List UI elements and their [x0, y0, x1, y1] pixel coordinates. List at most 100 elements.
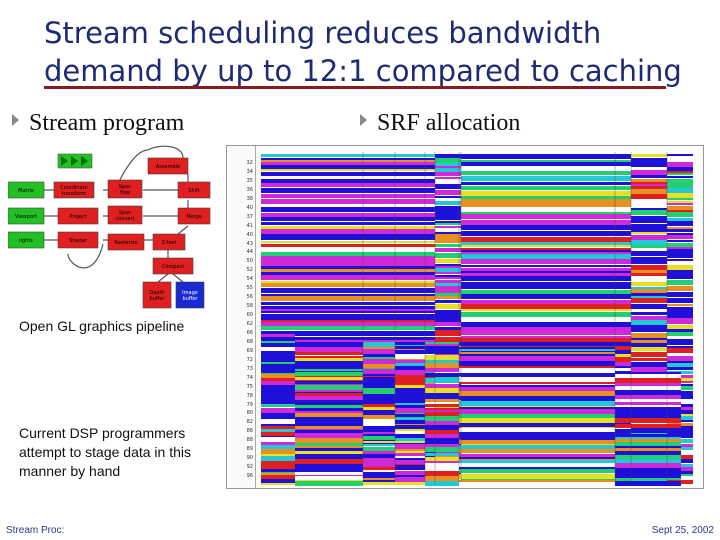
srf-allocation-bar — [461, 317, 631, 321]
srf-allocation-bar — [435, 154, 461, 158]
srf-allocation-bar — [425, 397, 459, 399]
srf-allocation-bar — [631, 245, 667, 248]
srf-allocation-bar — [461, 304, 631, 309]
srf-allocation-bar — [261, 222, 435, 225]
srf-row-label: 73 — [246, 365, 253, 372]
srf-allocation-bar — [261, 275, 435, 280]
srf-row-label: 58 — [246, 303, 253, 310]
srf-allocation-bar — [615, 412, 681, 416]
srf-allocation-bar — [261, 334, 435, 336]
pipeline-block-label: Shader — [69, 238, 88, 244]
srf-allocation-bar — [631, 293, 667, 296]
srf-allocation-bar — [395, 434, 425, 437]
srf-allocation-bar — [295, 369, 363, 371]
pipeline-block: Viewport — [8, 207, 45, 225]
srf-allocation-bar — [261, 247, 435, 252]
srf-allocation-bar — [631, 367, 667, 372]
srf-allocation-bar — [295, 443, 363, 446]
srf-allocation-bar — [261, 306, 435, 309]
srf-allocation-bar — [631, 189, 667, 194]
srf-allocation-bar — [261, 294, 435, 296]
srf-allocation-bar — [631, 327, 667, 332]
srf-allocation-bar — [295, 446, 363, 448]
srf-allocation-bar — [261, 334, 295, 337]
srf-allocation-bar — [261, 454, 295, 456]
srf-row-label: 90 — [246, 455, 253, 462]
srf-row-label: 96 — [246, 473, 253, 480]
srf-allocation-bar — [631, 289, 667, 293]
srf-allocation-bar — [435, 190, 461, 195]
srf-allocation-bar — [395, 414, 425, 417]
srf-allocation-grid — [261, 152, 693, 486]
slide-title: Stream scheduling reduces bandwidth dema… — [44, 16, 682, 88]
srf-allocation-bar — [425, 404, 459, 407]
srf-allocation-bar — [425, 355, 459, 360]
srf-allocation-bar — [667, 336, 693, 339]
srf-allocation-bar — [461, 338, 631, 342]
connector — [143, 189, 178, 241]
srf-allocation-bar — [631, 298, 667, 303]
srf-allocation-bar — [363, 369, 395, 371]
srf-allocation-bar — [615, 407, 681, 412]
srf-allocation-bar — [425, 434, 459, 438]
srf-allocation-bar — [295, 459, 363, 464]
srf-allocation-bar — [667, 233, 693, 235]
srf-allocation-bar — [295, 381, 363, 384]
srf-allocation-bar — [461, 162, 631, 166]
srf-allocation-bar — [667, 339, 693, 343]
srf-allocation-bar — [363, 349, 395, 354]
srf-allocation-bar — [295, 377, 363, 380]
srf-allocation-bar — [363, 432, 395, 434]
srf-allocation-bar — [261, 364, 295, 369]
srf-allocation-bar — [435, 253, 461, 258]
pipeline-block: Merge — [177, 207, 211, 225]
srf-allocation-bar — [631, 316, 667, 320]
srf-row-label: 54 — [246, 276, 253, 283]
srf-allocation-bar — [363, 463, 395, 467]
srf-row-label: 79 — [246, 401, 253, 408]
srf-allocation-bar — [435, 337, 461, 342]
srf-allocation-bar — [395, 458, 425, 460]
pipeline-block-label: lights — [19, 238, 33, 244]
srf-allocation-bar — [461, 220, 631, 225]
srf-allocation-bar — [435, 228, 461, 232]
srf-allocation-bar — [425, 471, 459, 476]
srf-allocation-bar — [363, 441, 395, 443]
srf-allocation-bar — [667, 270, 693, 274]
srf-allocation-bar — [261, 369, 295, 373]
srf-allocation-bar — [435, 319, 461, 322]
srf-allocation-bar — [615, 448, 681, 451]
srf-allocation-bar — [261, 172, 435, 176]
srf-allocation-bar — [631, 158, 667, 162]
srf-allocation-bar — [631, 186, 667, 189]
srf-allocation-bar — [261, 473, 295, 475]
srf-allocation-bar — [295, 393, 363, 396]
srf-allocation-bar — [615, 465, 681, 468]
srf-allocation-bar — [435, 286, 461, 290]
srf-allocation-bar — [261, 381, 295, 384]
srf-allocation-bar — [435, 375, 461, 380]
srf-allocation-bar — [295, 390, 363, 392]
srf-allocation-bar — [461, 287, 631, 289]
srf-allocation-bar — [363, 342, 395, 347]
srf-allocation-bar — [631, 362, 667, 367]
srf-allocation-bar — [667, 201, 693, 203]
srf-allocation-bar — [261, 281, 435, 283]
srf-row-label: 86 — [246, 428, 253, 435]
srf-allocation-bar — [667, 179, 693, 184]
pipeline-block-label: Image — [182, 290, 198, 296]
srf-allocation-bar — [261, 302, 435, 305]
srf-allocation-bar — [461, 242, 631, 245]
srf-allocation-bar — [435, 300, 461, 303]
srf-allocation-bar — [667, 367, 693, 370]
pipeline-block-label: Span — [119, 210, 132, 216]
srf-allocation-bar — [667, 259, 693, 261]
srf-allocation-bar — [631, 265, 667, 270]
srf-allocation-bar — [261, 428, 435, 431]
srf-allocation-bar — [461, 300, 631, 304]
srf-allocation-bar — [667, 247, 693, 249]
srf-allocation-bar — [615, 383, 681, 386]
srf-allocation-bar — [295, 421, 363, 426]
srf-allocation-bar — [395, 350, 425, 354]
srf-allocation-bar — [425, 402, 459, 404]
